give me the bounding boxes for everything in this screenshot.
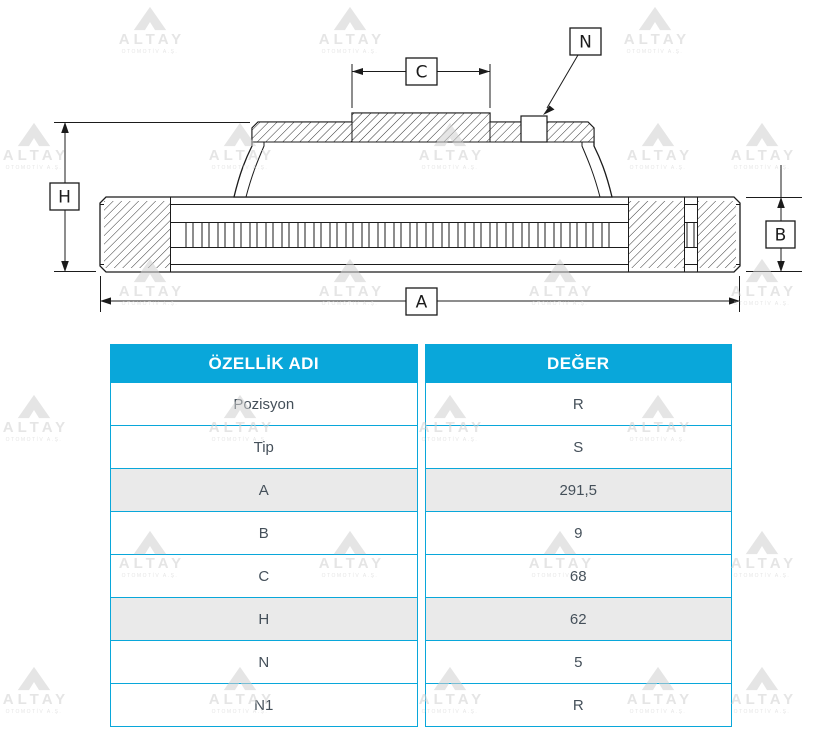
dimension-labels: C N H B A xyxy=(49,27,796,316)
svg-text:A: A xyxy=(416,293,428,313)
property-cell-n1: N1 xyxy=(111,683,417,726)
value-cell-b: 9 xyxy=(425,511,731,554)
spec-table: ÖZELLİK ADI Pozisyon Tip A B C H N N1 DE… xyxy=(110,344,732,727)
property-cell-n: N xyxy=(111,640,417,683)
property-column: ÖZELLİK ADI Pozisyon Tip A B C H N N1 xyxy=(110,344,418,727)
value-cell-tip: S xyxy=(425,425,731,468)
value-cell-n: 5 xyxy=(425,640,731,683)
watermark-subtext: OTOMOTİV A.Ş. xyxy=(5,708,63,715)
property-cell-tip: Tip xyxy=(111,425,417,468)
dim-label-b: B xyxy=(765,220,796,249)
disc-cross-section xyxy=(99,112,741,273)
altay-logo-icon xyxy=(17,666,51,691)
watermark-brand: ALTAY xyxy=(2,691,70,708)
property-header: ÖZELLİK ADI xyxy=(111,345,417,382)
value-cell-h: 62 xyxy=(425,597,731,640)
value-cell-pozisyon: R xyxy=(425,382,731,425)
altay-logo-icon xyxy=(745,530,779,555)
property-cell-a: A xyxy=(111,468,417,511)
dim-label-c: C xyxy=(405,57,438,86)
dim-label-a: A xyxy=(405,287,438,316)
svg-text:N: N xyxy=(579,33,592,53)
watermark-brand: ALTAY xyxy=(2,419,70,436)
friction-ring-outline xyxy=(99,196,741,273)
hatch-right-inner-section xyxy=(628,201,684,268)
hatch-right-outer-section xyxy=(698,201,736,268)
altay-logo-icon xyxy=(17,394,51,419)
svg-text:C: C xyxy=(416,63,428,83)
hat-inner-wall-right xyxy=(581,142,601,198)
brake-disc-technical-drawing: C N H B A xyxy=(49,27,802,316)
stud-hole xyxy=(520,115,548,143)
value-column: DEĞER R S 291,5 9 68 62 5 R xyxy=(424,344,732,727)
property-cell-pozisyon: Pozisyon xyxy=(111,382,417,425)
vent-ribs xyxy=(185,222,610,248)
watermark: ALTAY OTOMOTİV A.Ş. xyxy=(0,394,82,443)
watermark: ALTAY OTOMOTİV A.Ş. xyxy=(0,666,82,715)
value-cell-a: 291,5 xyxy=(425,468,731,511)
svg-text:H: H xyxy=(58,188,71,208)
dimension-arrowheads xyxy=(61,68,785,305)
hat-inner-wall-left xyxy=(245,142,265,198)
property-cell-b: B xyxy=(111,511,417,554)
altay-logo-icon xyxy=(745,666,779,691)
value-cell-n1: R xyxy=(425,683,731,726)
property-cell-c: C xyxy=(111,554,417,597)
property-cell-h: H xyxy=(111,597,417,640)
dim-label-h: H xyxy=(49,182,80,211)
svg-text:B: B xyxy=(775,226,787,246)
value-header: DEĞER xyxy=(425,345,731,382)
hatch-left-section xyxy=(104,201,170,268)
value-cell-c: 68 xyxy=(425,554,731,597)
watermark-subtext: OTOMOTİV A.Ş. xyxy=(5,436,63,443)
dim-label-n: N xyxy=(569,27,602,56)
